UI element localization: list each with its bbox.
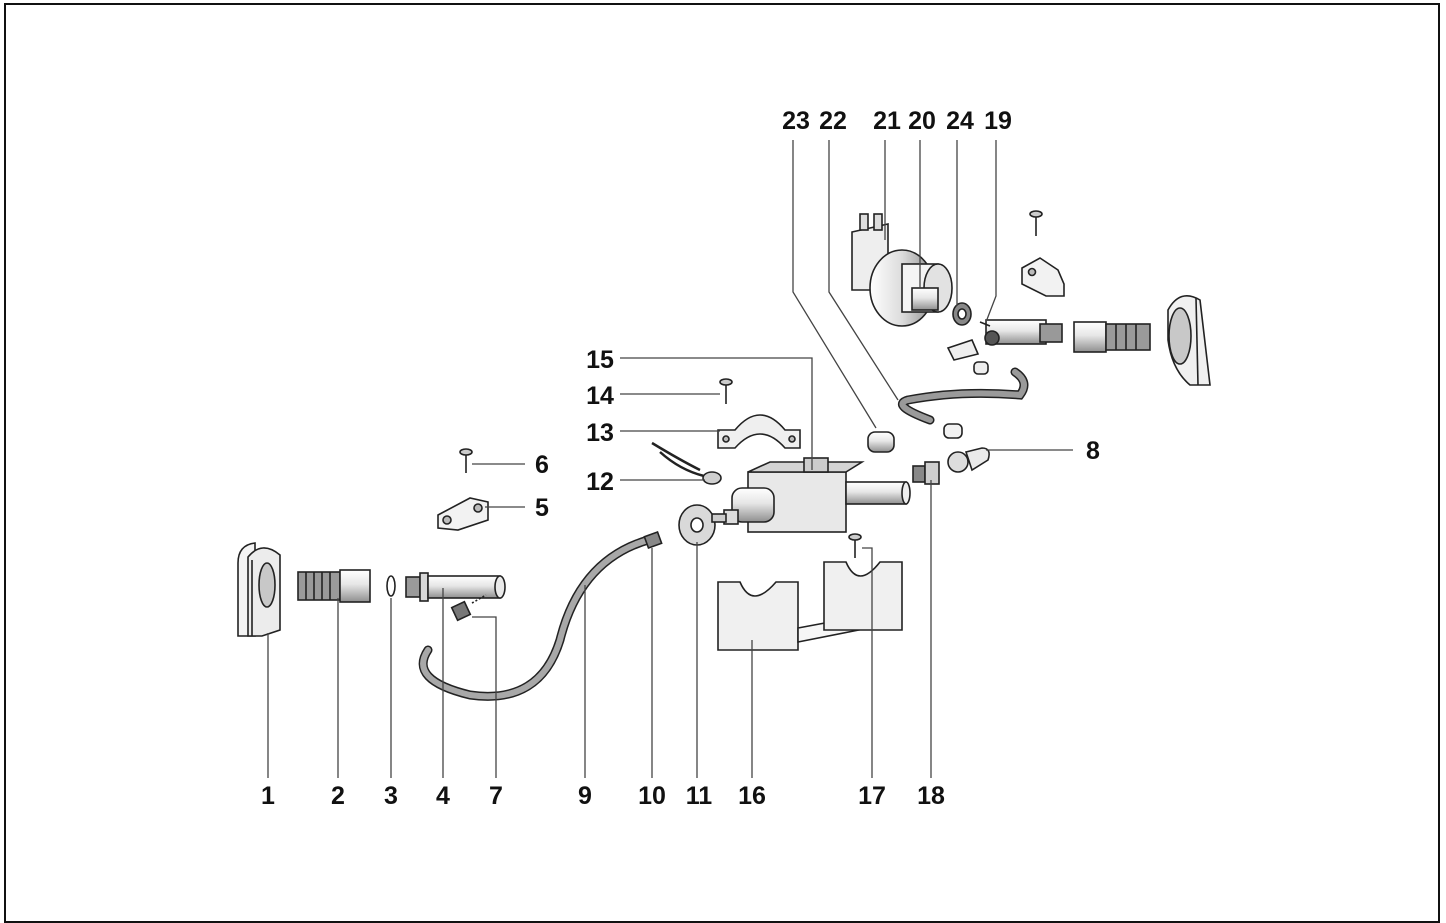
part-20-valve-body bbox=[869, 249, 953, 327]
small-connector bbox=[973, 361, 989, 375]
part-19-fitting bbox=[979, 319, 1063, 346]
part-7-nozzle bbox=[450, 594, 487, 622]
callout-labels: 1 2 3 4 7 9 10 11 16 17 18 5 6 12 13 14 … bbox=[261, 107, 1100, 810]
callout-8: 8 bbox=[1086, 437, 1100, 465]
part-14-screw bbox=[719, 378, 733, 404]
callout-21: 21 bbox=[873, 107, 901, 135]
part-10-hose-clip bbox=[643, 530, 663, 550]
part-4-pressure-fitting bbox=[405, 572, 506, 602]
upper-screw bbox=[1029, 210, 1043, 236]
callout-7: 7 bbox=[489, 782, 503, 810]
part-17-screw bbox=[848, 533, 862, 558]
part-13-pump-clamp bbox=[717, 414, 801, 449]
upper-clamp bbox=[1021, 257, 1065, 297]
part-6-screw bbox=[459, 448, 473, 473]
small-tee bbox=[946, 339, 980, 361]
callout-11: 11 bbox=[686, 782, 713, 810]
callout-23: 23 bbox=[782, 107, 810, 135]
part-16-pump-base bbox=[717, 561, 903, 651]
callout-6: 6 bbox=[535, 451, 549, 479]
part-18-fitting bbox=[912, 461, 940, 485]
callout-13: 13 bbox=[586, 419, 614, 447]
callout-10: 10 bbox=[638, 782, 666, 810]
part-1-mount-bracket bbox=[237, 542, 281, 637]
callout-9: 9 bbox=[578, 782, 592, 810]
callout-14: 14 bbox=[586, 382, 614, 410]
part-12-wire bbox=[651, 441, 722, 485]
callout-17: 17 bbox=[858, 782, 886, 810]
part-2-barb-fitting bbox=[297, 569, 371, 603]
right-mount-bracket bbox=[1167, 294, 1211, 386]
callout-12: 12 bbox=[586, 468, 614, 496]
part-15-pump bbox=[711, 457, 911, 533]
part-24-gasket bbox=[952, 302, 972, 326]
callout-24: 24 bbox=[946, 107, 974, 135]
callout-15: 15 bbox=[586, 346, 614, 374]
callout-16: 16 bbox=[738, 782, 766, 810]
part-8-elbow bbox=[943, 423, 990, 473]
callout-1: 1 bbox=[261, 782, 275, 810]
callout-20: 20 bbox=[908, 107, 936, 135]
callout-2: 2 bbox=[331, 782, 345, 810]
callout-5: 5 bbox=[535, 494, 549, 522]
right-barb-fitting bbox=[1073, 321, 1151, 353]
callout-19: 19 bbox=[984, 107, 1012, 135]
callout-3: 3 bbox=[384, 782, 398, 810]
part-11-washer bbox=[678, 504, 716, 546]
part-23-sleeve bbox=[867, 431, 895, 453]
callout-4: 4 bbox=[436, 782, 450, 810]
leader-lines bbox=[267, 140, 1073, 778]
callout-22: 22 bbox=[819, 107, 847, 135]
part-5-clamp bbox=[437, 497, 489, 531]
callout-18: 18 bbox=[917, 782, 945, 810]
part-3-o-ring bbox=[386, 575, 396, 597]
